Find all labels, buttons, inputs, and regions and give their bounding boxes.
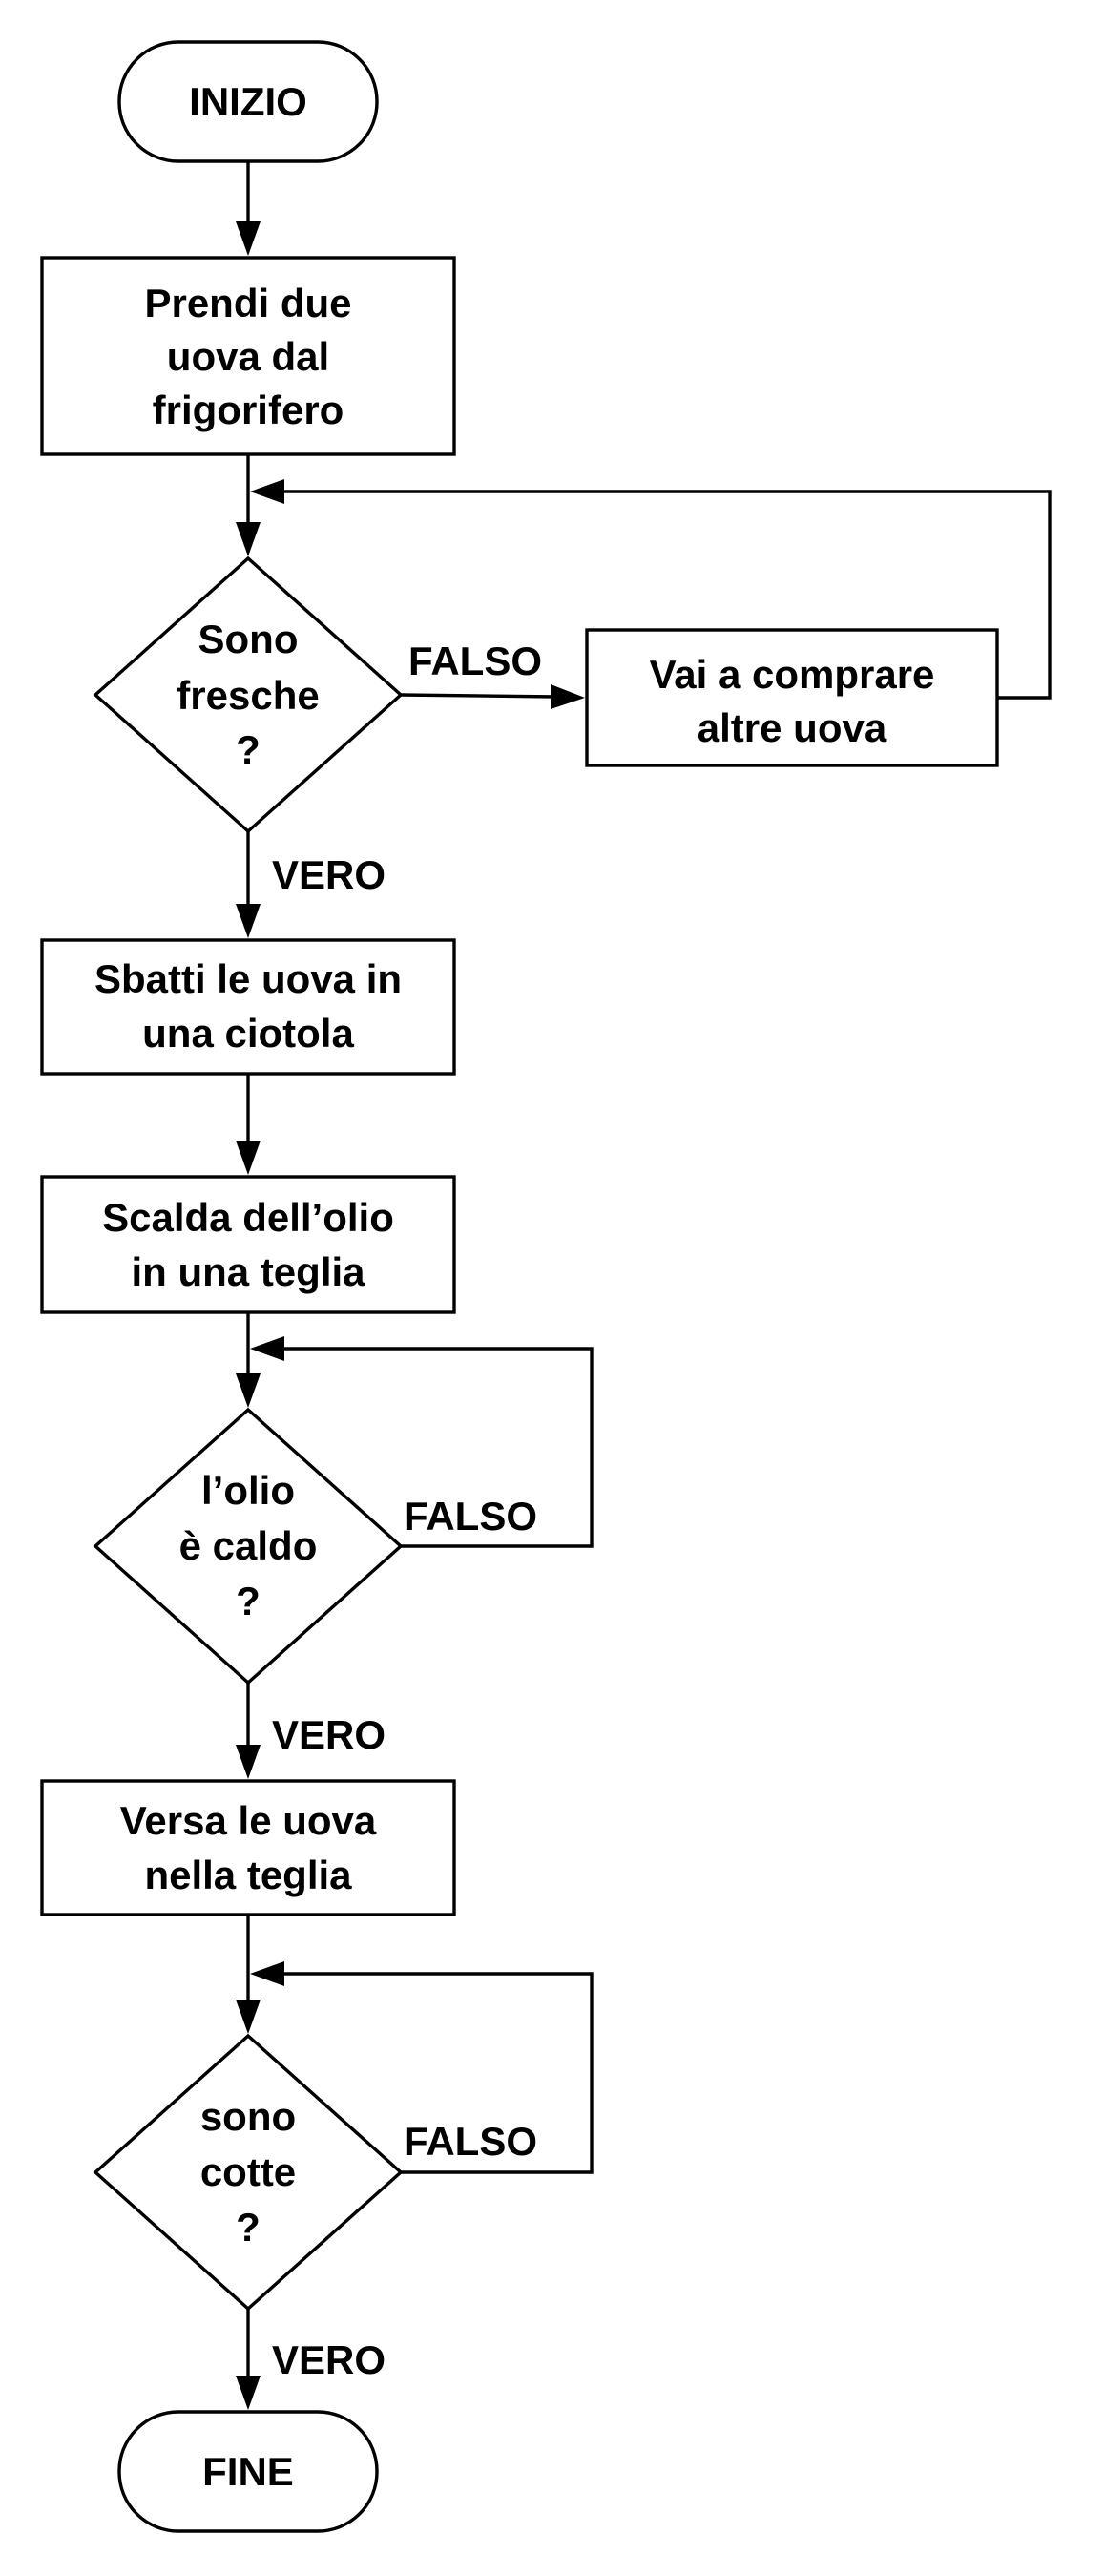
arrowhead-oil	[236, 1373, 261, 1408]
arrowhead-heat	[236, 1141, 261, 1175]
arrowhead-fresh	[236, 522, 261, 556]
arrowhead-loop-fresh	[250, 479, 284, 504]
arrowhead-cooked	[236, 2000, 261, 2034]
fresh-line-2: fresche	[177, 673, 319, 718]
oil-true-label: VERO	[272, 1712, 386, 1757]
cooked-false-label: FALSO	[404, 2119, 537, 2164]
arrowhead-loop-cooked	[250, 1961, 284, 1986]
beat-eggs-line-1: Sbatti le uova in	[94, 956, 402, 1001]
start-label: INIZIO	[189, 79, 307, 124]
beat-eggs-line-2: una ciotola	[142, 1011, 354, 1056]
connector-fresh-to-buy	[400, 693, 557, 699]
arrowhead-pour	[236, 1745, 261, 1779]
oil-hot-line-2: è caldo	[179, 1523, 318, 1568]
buy-eggs-line-1: Vai a comprare	[650, 652, 935, 697]
connector-buy-loop-back	[279, 490, 1052, 700]
fresh-line-3: ?	[236, 727, 261, 772]
oil-hot-line-3: ?	[236, 1579, 261, 1623]
cooked-line-1: sono	[200, 2094, 296, 2139]
take-eggs-line-3: frigorifero	[153, 387, 344, 432]
cooked-line-2: cotte	[200, 2149, 296, 2194]
take-eggs-line-1: Prendi due	[144, 281, 351, 325]
arrowhead-buy	[551, 684, 585, 709]
heat-oil-line-1: Scalda dell’olio	[102, 1195, 394, 1240]
end-label: FINE	[202, 2449, 294, 2494]
arrowhead-beat	[236, 904, 261, 938]
connector-oil-loop-back	[279, 1347, 594, 1548]
oil-hot-line-1: l’olio	[201, 1468, 295, 1513]
pour-eggs-box	[40, 1779, 456, 1916]
buy-eggs-line-2: altre uova	[698, 705, 887, 750]
pour-eggs-line-2: nella teglia	[144, 1853, 352, 1897]
oil-false-label: FALSO	[404, 1494, 537, 1539]
take-eggs-box	[40, 256, 456, 456]
fresh-line-1: Sono	[198, 617, 299, 661]
take-eggs-line-2: uova dal	[167, 334, 329, 379]
arrowhead-loop-oil	[250, 1336, 284, 1361]
fresh-true-label: VERO	[272, 852, 386, 897]
fresh-false-label: FALSO	[408, 639, 542, 683]
cooked-true-label: VERO	[272, 2337, 386, 2382]
end-terminal	[117, 2410, 379, 2533]
cooked-line-3: ?	[236, 2205, 261, 2250]
heat-oil-line-2: in una teglia	[131, 1249, 365, 1294]
arrowhead-end	[236, 2376, 261, 2410]
connector-cooked-loop-back	[279, 1972, 594, 2174]
arrowhead-take	[236, 221, 261, 256]
beat-eggs-box	[40, 938, 456, 1076]
pour-eggs-line-1: Versa le uova	[120, 1798, 377, 1843]
